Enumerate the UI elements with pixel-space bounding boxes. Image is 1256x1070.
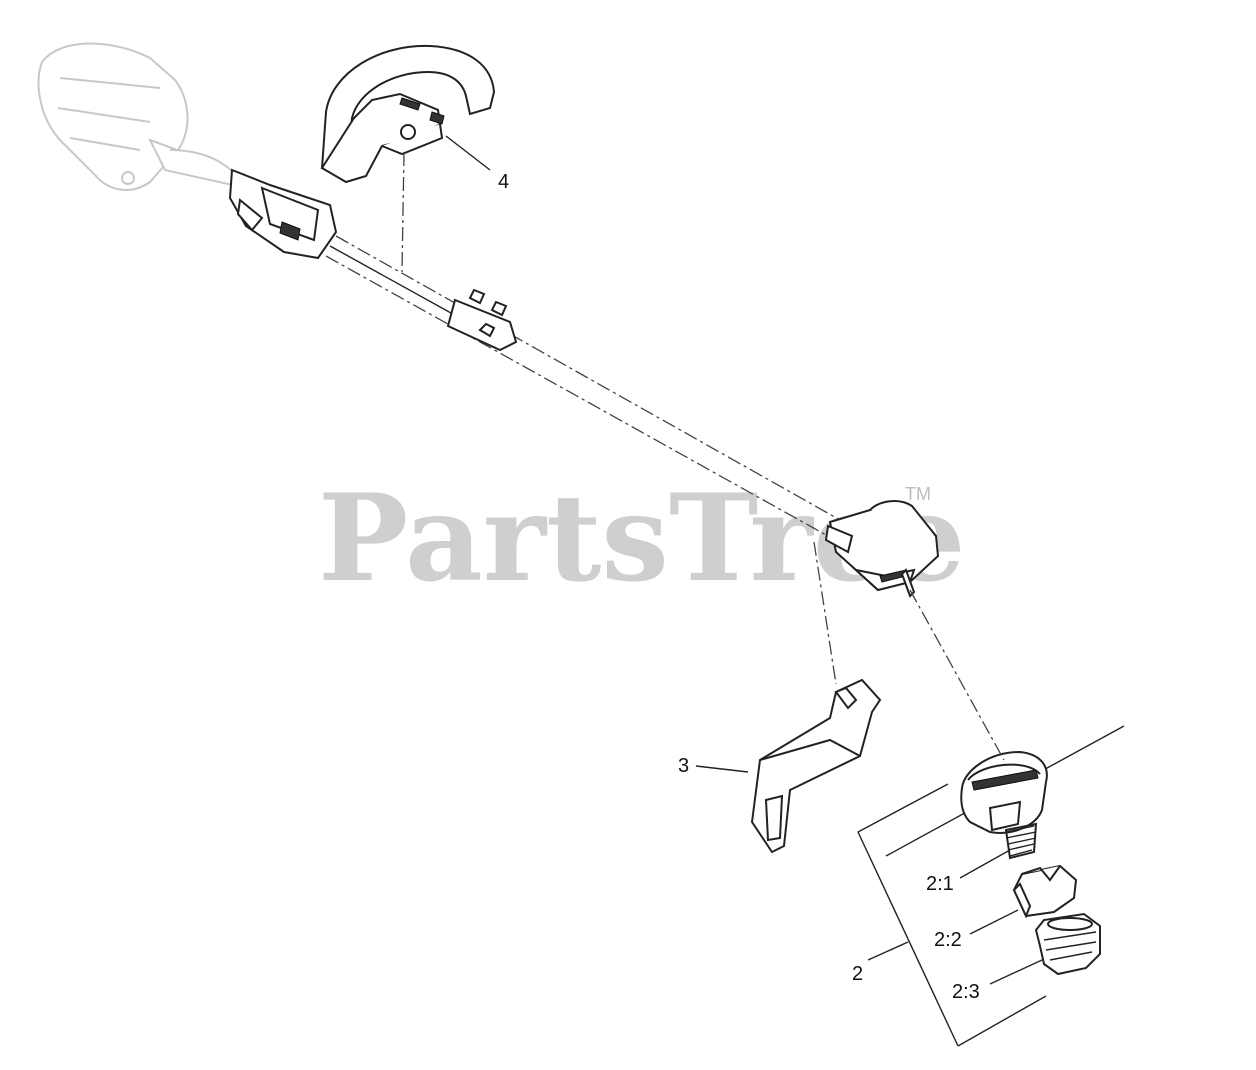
trimmer-head — [824, 500, 940, 598]
shaft-upper — [325, 235, 841, 541]
spool-hub — [960, 750, 1048, 834]
guard — [750, 678, 882, 854]
callout-3: 3 — [678, 755, 689, 777]
motor-housing — [37, 42, 258, 192]
callout-4: 4 — [498, 171, 509, 193]
leader-lines — [445, 135, 1043, 985]
assist-handle — [320, 44, 496, 184]
assembly-bracket — [857, 783, 1047, 1047]
spool — [1034, 912, 1101, 976]
shaft-clamp — [446, 288, 518, 352]
alignment-lines — [401, 151, 1005, 761]
callout-2-2: 2:2 — [934, 929, 962, 951]
spring — [1004, 822, 1038, 860]
watermark-trademark: TM — [905, 484, 931, 504]
trigger-handle — [228, 168, 338, 260]
callout-2: 2 — [852, 963, 863, 985]
spool-cap — [1012, 864, 1078, 919]
callout-2-1: 2:1 — [926, 873, 954, 895]
callout-2-3: 2:3 — [952, 981, 980, 1003]
